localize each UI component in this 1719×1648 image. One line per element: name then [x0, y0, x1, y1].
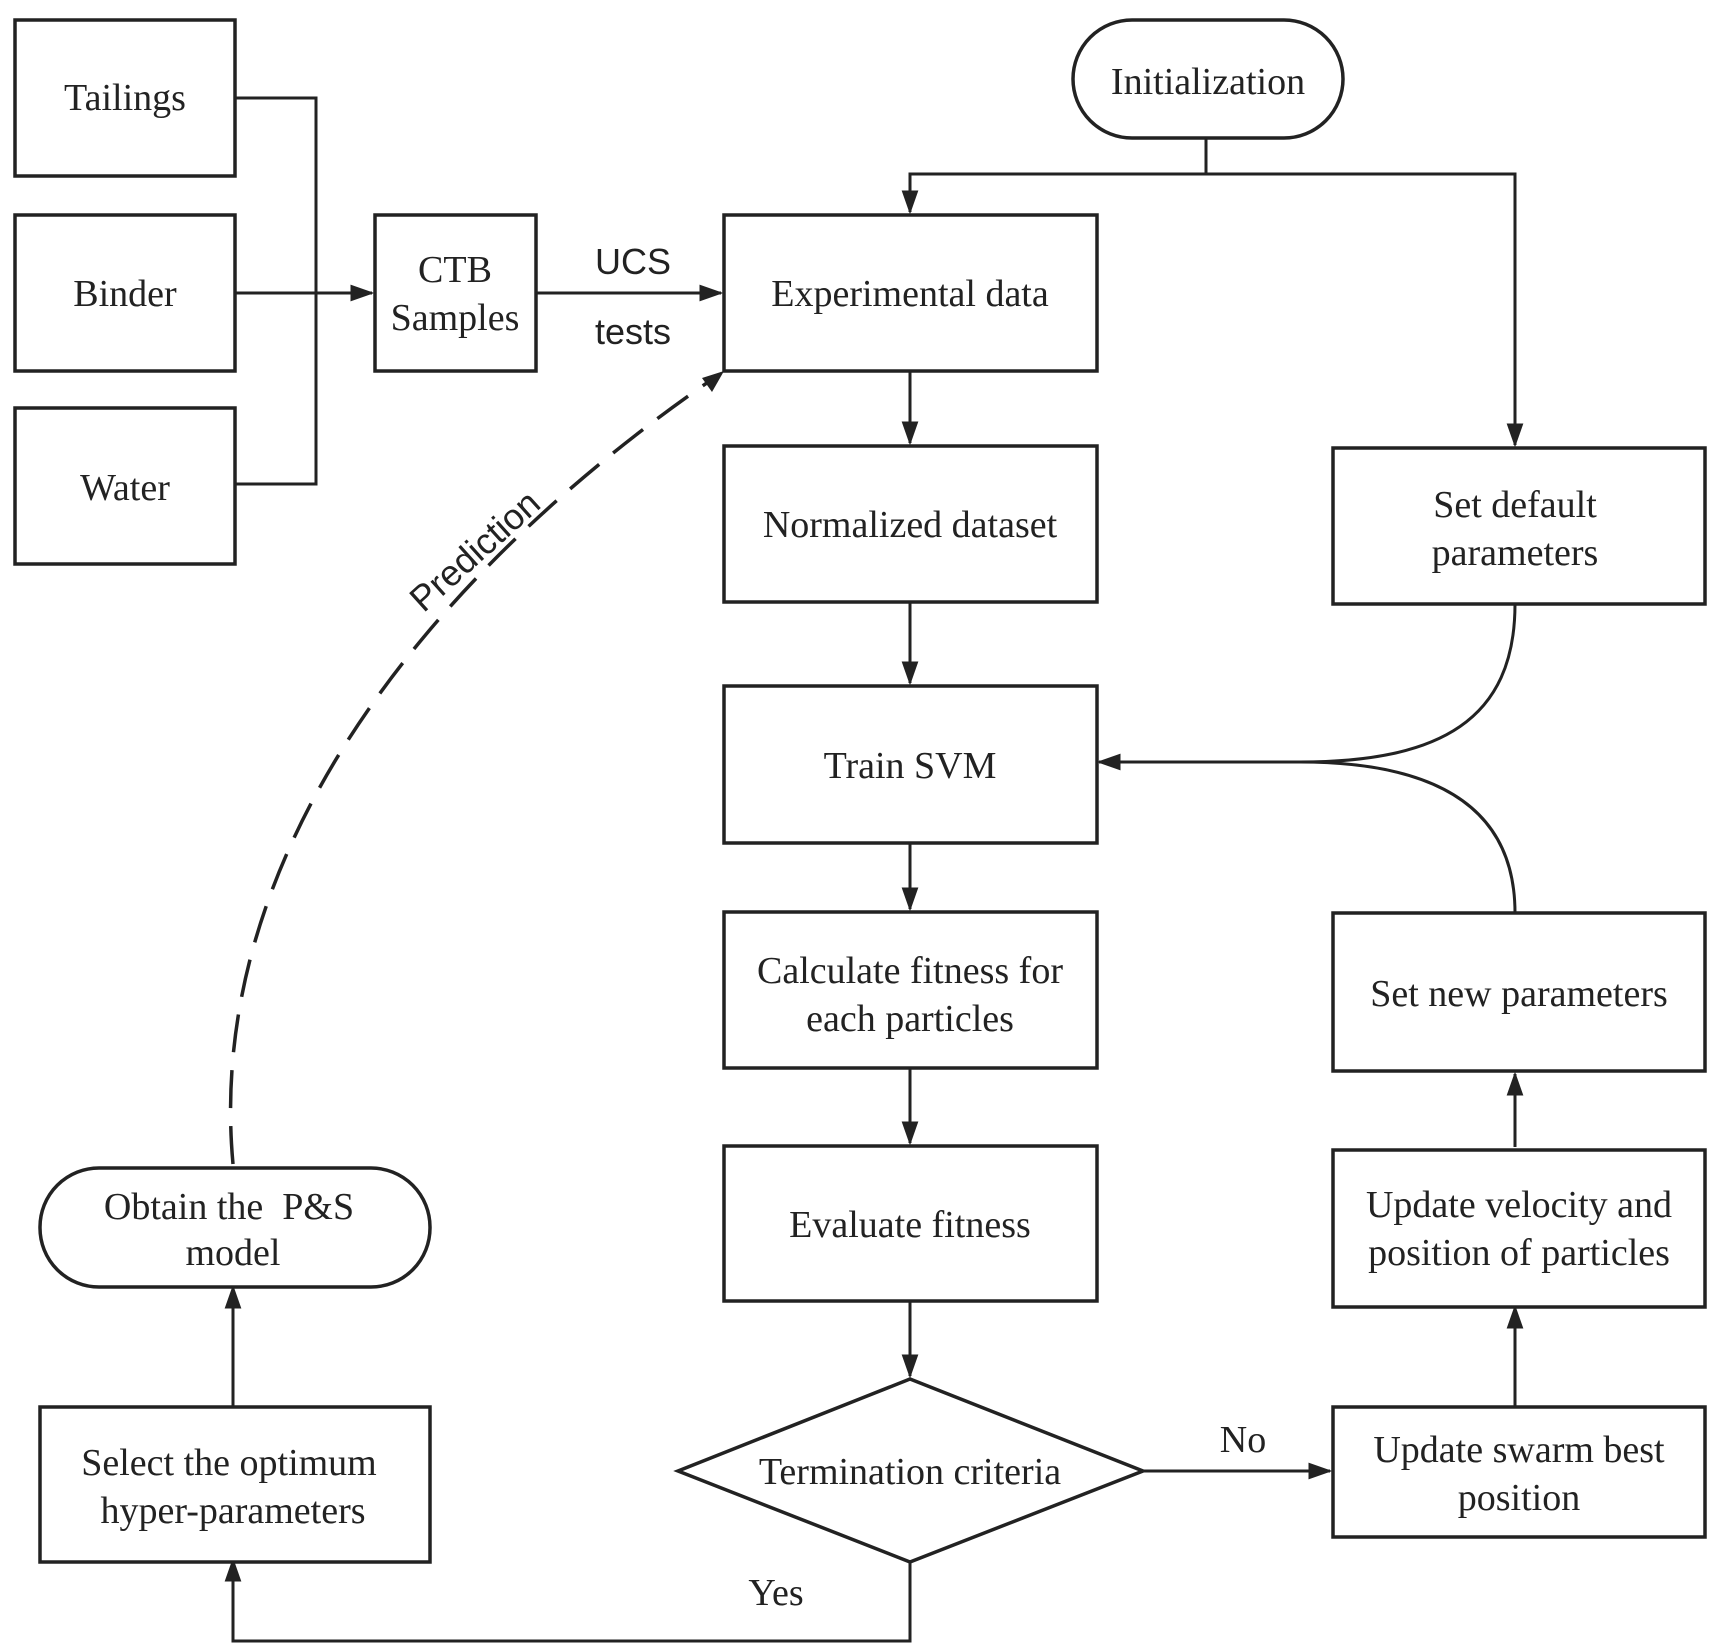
node-train-svm: Train SVM: [722, 684, 1099, 845]
node-tailings: Tailings: [13, 18, 237, 178]
node-select-label-line1: Select the optimum: [81, 1442, 377, 1484]
edge-prediction-dashed: [228, 376, 715, 1165]
node-obtain-label-line2: model: [186, 1232, 281, 1274]
edge-label-prediction: Prediction: [401, 482, 547, 620]
node-swarm-label-line1: Update swarm best: [1373, 1429, 1665, 1471]
node-evaluate-label: Evaluate fitness: [789, 1204, 1031, 1246]
node-set-default-parameters: Set default parameters: [1331, 446, 1707, 606]
edge-label-yes: Yes: [748, 1572, 803, 1614]
edges: [224, 96, 1524, 1643]
edge-label-ucs: UCS: [595, 241, 671, 282]
node-normalized-label: Normalized dataset: [763, 504, 1058, 546]
node-calculate-fitness: Calculate fitness for each particles: [722, 910, 1099, 1070]
node-water-label: Water: [80, 467, 170, 509]
node-calculate-label-line1: Calculate fitness for: [757, 950, 1063, 992]
node-default-label-line2: parameters: [1432, 532, 1599, 574]
node-termination-label: Termination criteria: [759, 1451, 1061, 1493]
node-binder: Binder: [13, 213, 237, 373]
node-select-optimum: Select the optimum hyper-parameters: [38, 1405, 432, 1564]
node-water: Water: [13, 406, 237, 566]
node-default-label-line1: Set default: [1433, 484, 1597, 526]
node-initialization-label: Initialization: [1111, 61, 1305, 103]
node-ctb-label-line2: Samples: [391, 297, 520, 339]
node-newparams-label: Set new parameters: [1370, 973, 1668, 1015]
node-obtain-label-line1: Obtain the P&S: [104, 1186, 354, 1228]
node-ctb-label-line1: CTB: [418, 249, 492, 291]
node-update-velocity: Update velocity and position of particle…: [1331, 1148, 1707, 1309]
edge-default-to-train: [1299, 603, 1517, 764]
node-set-new-parameters: Set new parameters: [1331, 911, 1707, 1073]
node-obtain-model: Obtain the P&S model: [38, 1166, 432, 1289]
node-swarm-label-line2: position: [1458, 1477, 1580, 1519]
node-train-label: Train SVM: [824, 745, 997, 787]
node-termination-criteria: Termination criteria: [673, 1377, 1148, 1564]
edge-termination-yes: [224, 1557, 912, 1643]
edge-newparams-to-train: [1299, 760, 1517, 914]
node-select-label-line2: hyper-parameters: [100, 1490, 365, 1532]
edge-water-to-ctb: [235, 293, 318, 486]
node-initialization: Initialization: [1071, 18, 1345, 140]
edge-tailings-to-ctb: [235, 96, 318, 293]
node-normalized-dataset: Normalized dataset: [722, 444, 1099, 604]
node-ctb-samples: CTB Samples: [373, 213, 538, 373]
node-binder-label: Binder: [73, 273, 177, 315]
edge-init-to-experimental: [901, 172, 1206, 215]
node-experimental-data: Experimental data: [722, 213, 1099, 373]
edge-label-tests: tests: [595, 311, 671, 352]
edge-label-no: No: [1220, 1419, 1266, 1461]
node-experimental-label: Experimental data: [771, 273, 1049, 315]
prediction-arrowhead: [702, 371, 724, 392]
edge-init-to-default: [1206, 172, 1524, 448]
node-velocity-label-line1: Update velocity and: [1366, 1184, 1672, 1226]
node-velocity-label-line2: position of particles: [1368, 1232, 1670, 1274]
node-calculate-label-line2: each particles: [806, 998, 1014, 1040]
node-update-swarm: Update swarm best position: [1331, 1405, 1707, 1539]
node-evaluate-fitness: Evaluate fitness: [722, 1144, 1099, 1303]
node-tailings-label: Tailings: [64, 77, 186, 119]
